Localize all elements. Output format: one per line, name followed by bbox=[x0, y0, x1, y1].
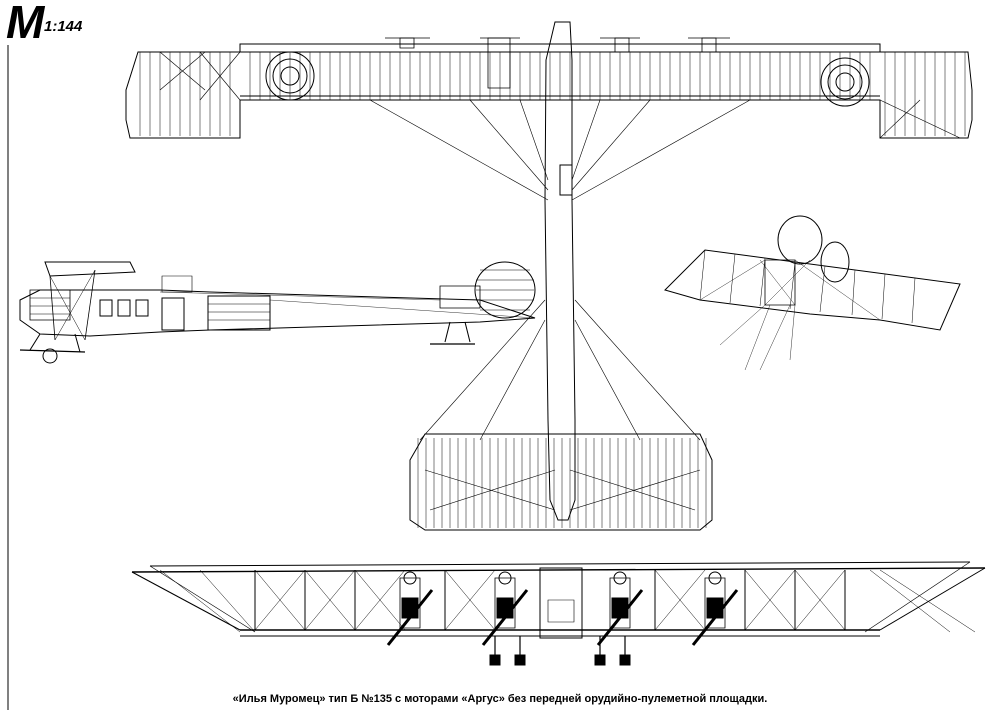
perspective-view bbox=[665, 216, 960, 370]
perspective-wing bbox=[665, 250, 960, 330]
fuselage-side bbox=[20, 290, 535, 336]
tailplane-top bbox=[410, 434, 712, 530]
engines-front bbox=[388, 572, 737, 645]
roundel-left bbox=[266, 52, 314, 100]
tail-ribs bbox=[418, 438, 706, 528]
window bbox=[100, 300, 112, 316]
perspective-rudder-2 bbox=[821, 242, 849, 282]
fuselage-top bbox=[545, 22, 575, 520]
top-wing-ribs bbox=[140, 52, 965, 136]
interplane-struts bbox=[160, 570, 975, 632]
front-upper-wing bbox=[132, 568, 985, 572]
top-bracing bbox=[370, 100, 750, 440]
drawing-caption: «Илья Муромец» тип Б №135 с моторами «Ар… bbox=[232, 693, 768, 705]
top-wing-outline bbox=[126, 44, 972, 138]
perspective-rudder-1 bbox=[778, 216, 822, 264]
fuselage-front bbox=[540, 568, 582, 638]
scale-label: 1:144 bbox=[44, 18, 83, 35]
wheel bbox=[43, 349, 57, 363]
rudder-side bbox=[475, 262, 535, 318]
side-view bbox=[20, 262, 535, 363]
top-view bbox=[126, 22, 972, 530]
front-view bbox=[132, 562, 985, 665]
roundel-right bbox=[821, 58, 869, 106]
window bbox=[118, 300, 130, 316]
window bbox=[136, 300, 148, 316]
engine-nacelles-top bbox=[385, 38, 730, 88]
logo-letter: M bbox=[6, 0, 44, 48]
